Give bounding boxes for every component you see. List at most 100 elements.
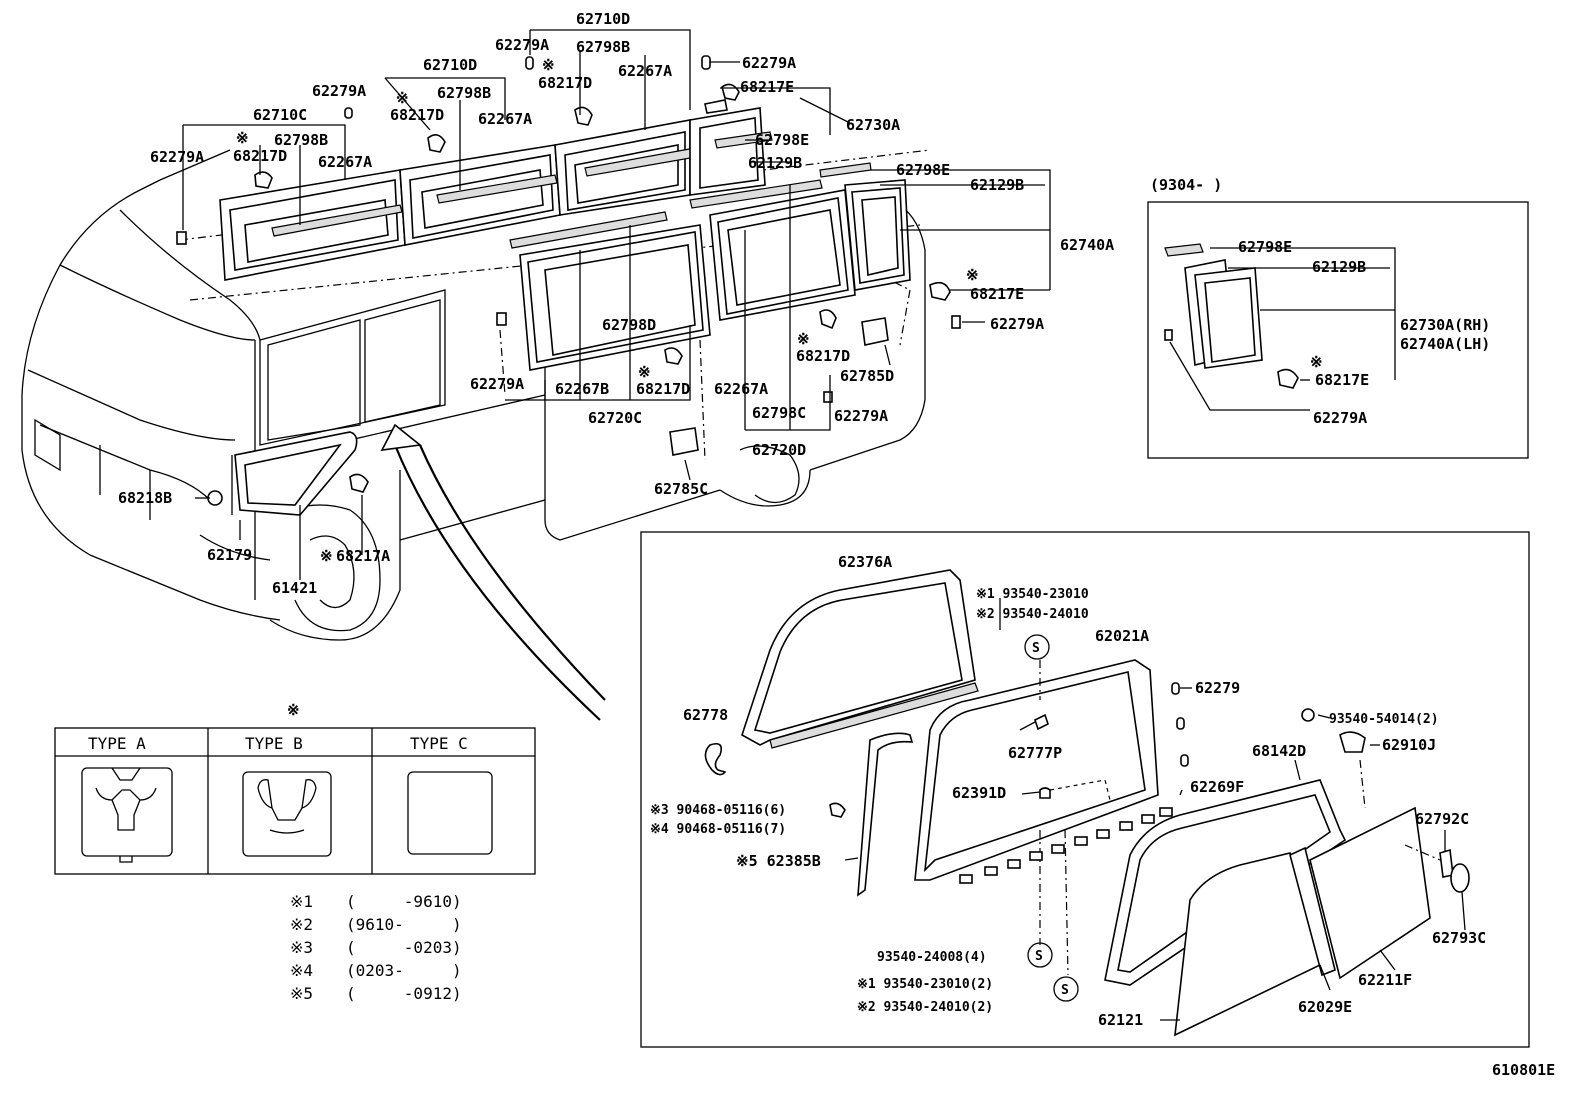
label-62267A-1: 62267A [618,62,672,80]
label-62785D: 62785D [840,367,894,385]
label-62279A-3: 62279A [312,82,366,100]
label-62710C: 62710C [253,106,307,124]
van-body [21,149,926,641]
footnote-5-mark: ※5 [290,984,313,1003]
inset-top-62740A: 62740A(LH) [1400,335,1490,353]
inset-bottom: S S S [640,531,1530,1048]
label-62267A-2: 62267A [478,110,532,128]
footnote-2-mark: ※2 [290,915,313,934]
asterisk-4: ※ [966,266,979,284]
label-62720C: 62720C [588,409,642,427]
van-labels: 62710D 62279A 62798B ※ 68217D 62267A 622… [118,10,1114,597]
roof-window-2 [399,144,561,246]
label-68217D-4: 68217D [796,347,850,365]
label-62730A: 62730A [846,116,900,134]
footnote-4-mark: ※4 [290,961,313,980]
label-62798B-3: 62798B [274,131,328,149]
label-62798B-2: 62798B [437,84,491,102]
curved-arrow [380,423,606,721]
roof-window-1 [219,169,406,281]
label-93540-24008: 93540-24008(4) [877,950,987,965]
asterisk-3: ※ [236,129,249,147]
footnote-1-range: ( -9610) [346,892,462,911]
quarter-window [231,431,358,516]
label-68217E-1: 68217E [740,78,794,96]
note-2b: ※2 93540-24010(2) [857,1000,993,1015]
label-62179: 62179 [207,546,252,564]
footnote-4-range: (0203- ) [346,961,462,980]
diagram-id: 610801E [1492,1061,1555,1079]
label-62710D-2: 62710D [423,56,477,74]
label-62279A-2: 62279A [742,54,796,72]
s-mark-2: S [1035,949,1043,964]
type-a-header: TYPE A [88,734,146,753]
label-62798E-2: 62798E [896,161,950,179]
asterisk-8: ※ [1310,353,1323,371]
type-a-clip [81,767,173,863]
type-c-header: TYPE C [410,734,468,753]
label-62910J: 62910J [1382,736,1436,754]
footnote-3-range: ( -0203) [346,938,462,957]
note-1: ※1 93540-23010 [976,587,1089,602]
footnote-5-range: ( -0912) [346,984,462,1003]
type-b-clip [242,771,332,857]
label-62121: 62121 [1098,1011,1143,1029]
label-68217D-3: 68217D [233,147,287,165]
inset-top-62279A: 62279A [1313,409,1367,427]
s-mark-1: S [1032,641,1040,656]
label-62267A-4: 62267A [714,380,768,398]
label-68217D-5: 68217D [636,380,690,398]
inset-top-62129B: 62129B [1312,258,1366,276]
label-62798D: 62798D [602,316,656,334]
label-62798B-1: 62798B [576,38,630,56]
label-62777P: 62777P [1008,744,1062,762]
label-62021A: 62021A [1095,627,1149,645]
label-68218B: 68218B [118,489,172,507]
footnote-1-mark: ※1 [290,892,313,911]
side-window-1 [509,211,711,371]
asterisk-2: ※ [396,89,409,107]
label-62211F: 62211F [1358,971,1412,989]
footnote-3-mark: ※3 [290,938,313,957]
label-68142D: 68142D [1252,742,1306,760]
label-62792C: 62792C [1415,810,1469,828]
label-62029E: 62029E [1298,998,1352,1016]
label-62785C: 62785C [654,480,708,498]
label-62793C: 62793C [1432,929,1486,947]
label-62376A: 62376A [838,553,892,571]
label-68217E-2: 68217E [970,285,1024,303]
label-62279A-5: 62279A [990,315,1044,333]
label-62279A-7: 62279A [834,407,888,425]
note-2: ※2 93540-24010 [976,607,1089,622]
leader-lines [182,29,1051,580]
label-62391D: 62391D [952,784,1006,802]
label-62129B-1: 62129B [748,154,802,172]
label-62129B-2: 62129B [970,176,1024,194]
inset-top-62730A: 62730A(RH) [1400,316,1490,334]
roof-window-3 [554,119,697,216]
inset-top-68217E: 68217E [1315,371,1369,389]
asterisk-7: ※ [320,547,333,565]
asterisk-6: ※ [638,363,651,381]
type-table: ※ TYPE A TYPE B TYPE C [54,701,536,875]
type-c-clip [407,771,493,855]
inset-top-62798E: 62798E [1238,238,1292,256]
label-93540-54014: 93540-54014(2) [1329,712,1439,727]
label-68217D-1: 68217D [538,74,592,92]
asterisk-5: ※ [797,330,810,348]
side-window-2 [689,179,856,321]
label-68217A: 68217A [336,547,390,565]
footnotes: ※1 ( -9610) ※2 (9610- ) ※3 ( -0203) ※4 (… [290,892,462,1003]
label-62778: 62778 [683,706,728,724]
inset-top: (9304- ) 62798E 62129B 62730A(RH) 62740A… [1147,176,1529,459]
label-68217D-2: 68217D [390,106,444,124]
label-62740A: 62740A [1060,236,1114,254]
clips [176,55,961,506]
note-4: ※4 90468-05116(7) [650,822,786,837]
type-b-header: TYPE B [245,734,303,753]
note-5: ※5 62385B [736,852,821,870]
roof-window-4 [689,99,773,196]
label-62269F: 62269F [1190,778,1244,796]
label-62798C: 62798C [752,404,806,422]
